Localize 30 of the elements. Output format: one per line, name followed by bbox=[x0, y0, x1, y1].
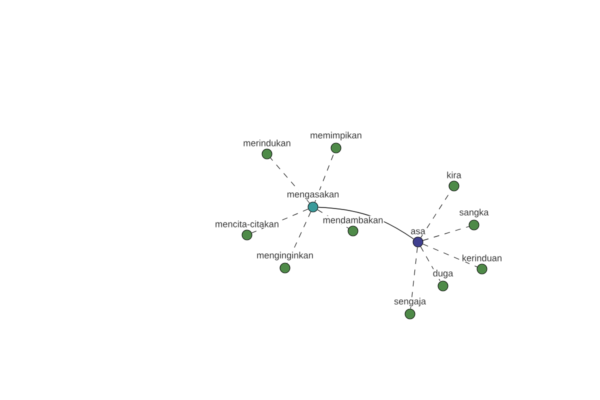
node-label: duga bbox=[432, 269, 454, 280]
connector-line bbox=[420, 190, 452, 238]
circle-node bbox=[242, 230, 252, 240]
node-label: merindukan bbox=[242, 138, 292, 148]
circle-node bbox=[308, 202, 318, 212]
circle-node bbox=[438, 280, 448, 292]
node-label: kira bbox=[446, 170, 462, 180]
connector-line bbox=[422, 226, 470, 241]
circle-node bbox=[280, 262, 290, 274]
circle-node bbox=[468, 220, 480, 230]
circle-node bbox=[476, 264, 488, 274]
circle-node bbox=[330, 142, 342, 154]
connector-line bbox=[422, 244, 478, 268]
node-label: sangka bbox=[458, 208, 490, 218]
circle-node bbox=[448, 180, 460, 192]
circle-node bbox=[348, 226, 358, 236]
node-label: asa bbox=[410, 228, 426, 236]
node-label: memimpikan bbox=[309, 131, 363, 142]
connector-line bbox=[270, 158, 310, 204]
connector-line bbox=[286, 212, 312, 264]
node-label: kerinduan bbox=[461, 254, 503, 262]
node-label: mengasakan bbox=[286, 190, 340, 200]
connector-line bbox=[420, 246, 441, 282]
circle-node bbox=[262, 148, 272, 160]
node-label: sengaja bbox=[393, 297, 427, 308]
node-label: mencita-citakan bbox=[214, 220, 280, 228]
node-label: mendambakan bbox=[322, 216, 384, 224]
node-label: menginginkan bbox=[256, 251, 314, 262]
circle-node bbox=[412, 236, 424, 248]
circle-node bbox=[404, 308, 416, 320]
